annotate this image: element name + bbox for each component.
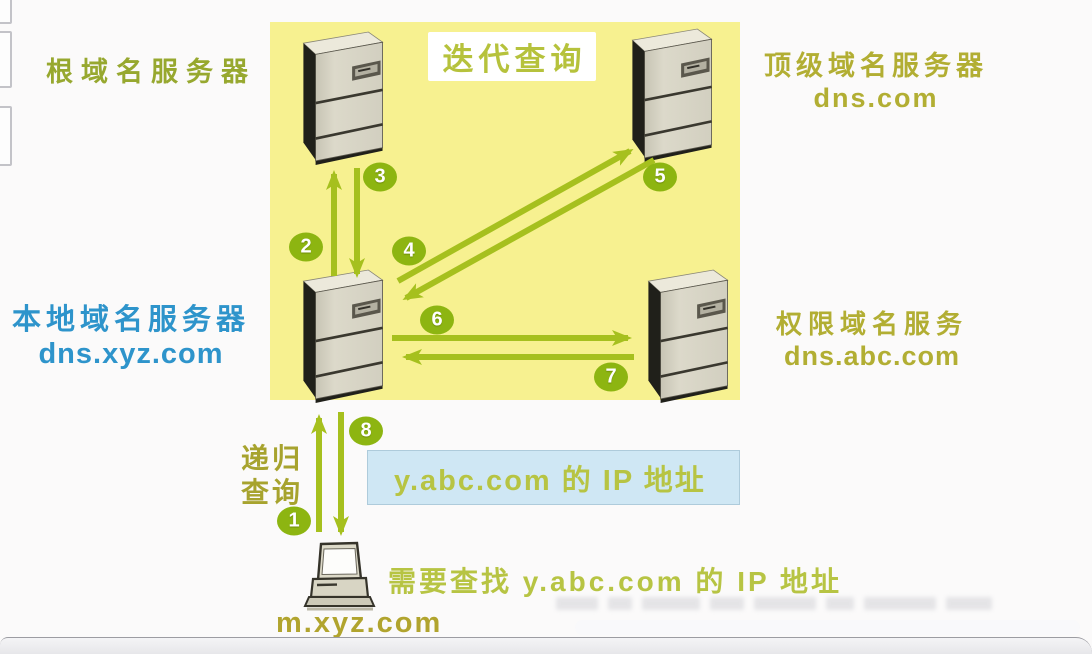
tld-server-label: 顶级域名服务器 dns.com (748, 44, 1004, 114)
step-badge-2: 2 (289, 232, 323, 262)
step-badge-8: 8 (349, 416, 383, 446)
watermark-blur (556, 590, 1026, 616)
step-badge-3: 3 (363, 162, 397, 192)
server-tower-icon (302, 30, 384, 166)
step-badge-6: 6 (420, 305, 454, 335)
window-edge-artifact (0, 106, 12, 166)
iterative-query-title: 迭代查询 (428, 32, 596, 81)
authoritative-server-domain: dns.abc.com (783, 341, 961, 371)
authoritative-server-label: 权限域名服务 dns.abc.com (752, 304, 992, 372)
tld-server-name: 顶级域名服务器 (764, 51, 988, 81)
desktop-computer-icon (303, 541, 376, 611)
window-bottom-highlight (575, 620, 1080, 635)
local-server-name: 本地域名服务器 (11, 304, 250, 336)
recursive-query-label: 递归 查询 (234, 442, 310, 510)
client-host-label: m.xyz.com (276, 607, 443, 639)
local-server-label: 本地域名服务器 dns.xyz.com (0, 296, 262, 371)
client-request-label: 需要查找 y.abc.com 的 IP 地址 (388, 566, 842, 597)
server-tower-icon (631, 27, 713, 163)
recursive-query-line1: 递归 (240, 443, 303, 474)
window-edge-artifact (0, 31, 12, 88)
server-tower-icon (302, 268, 384, 404)
root-server-label: 根域名服务器 (46, 57, 256, 87)
ip-answer-box: y.abc.com 的 IP 地址 (367, 450, 740, 505)
step-badge-7: 7 (594, 362, 628, 392)
recursive-query-line2: 查询 (240, 477, 303, 508)
step-badge-1: 1 (277, 506, 311, 536)
step-badge-4: 4 (392, 236, 426, 266)
local-server-domain: dns.xyz.com (38, 338, 224, 370)
server-tower-icon (647, 268, 729, 404)
step-badge-5: 5 (643, 162, 677, 192)
authoritative-server-name: 权限域名服务 (775, 309, 968, 339)
window-edge-artifact (0, 0, 12, 24)
window-bottom-bar (0, 637, 1092, 654)
tld-server-domain: dns.com (813, 83, 939, 113)
